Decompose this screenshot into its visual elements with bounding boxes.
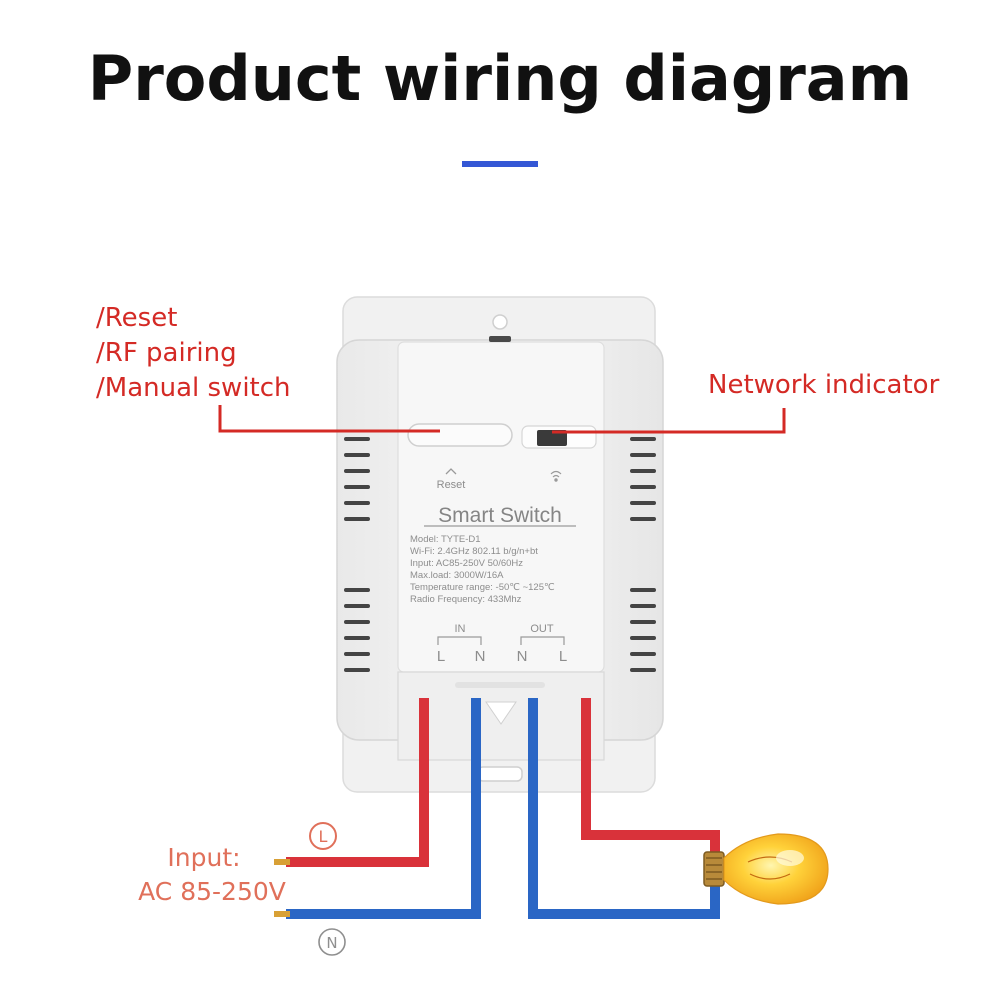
reset-label: Reset bbox=[437, 479, 466, 491]
mount-hole-top bbox=[492, 314, 508, 330]
vents-left bbox=[344, 437, 370, 672]
callout-line-reset bbox=[218, 405, 440, 433]
wire-output-live bbox=[581, 698, 720, 858]
terminal-in-l: L bbox=[437, 648, 445, 665]
input-label-line2: AC 85-250V bbox=[138, 877, 286, 906]
smart-switch-device: Reset Smart Switch Model: TYTE-D1 Wi-Fi:… bbox=[336, 296, 664, 793]
spec-max-load: Max.load: 3000W/16A bbox=[410, 570, 504, 581]
network-indicator-led bbox=[537, 430, 567, 446]
device-top-slot bbox=[489, 336, 511, 342]
vents-right bbox=[630, 437, 656, 672]
chevron-up-icon bbox=[445, 468, 457, 475]
spec-temperature: Temperature range: -50℃ ~125℃ bbox=[410, 582, 555, 593]
wire-input-live bbox=[286, 698, 429, 867]
light-bulb-icon bbox=[703, 833, 829, 905]
svg-text:N: N bbox=[326, 934, 337, 952]
in-label: IN bbox=[455, 623, 466, 635]
wire-tip-live bbox=[274, 859, 290, 865]
spec-wifi: Wi-Fi: 2.4GHz 802.11 b/g/n+bt bbox=[410, 546, 538, 557]
page-title: Product wiring diagram bbox=[87, 42, 913, 115]
product-name: Smart Switch bbox=[438, 504, 562, 527]
cover-arrow-icon bbox=[485, 701, 517, 725]
live-symbol: L bbox=[309, 822, 337, 850]
reset-button[interactable] bbox=[407, 423, 513, 447]
wire-tip-neutral bbox=[274, 911, 290, 917]
out-label: OUT bbox=[530, 623, 554, 635]
terminal-in-n: N bbox=[475, 648, 486, 665]
terminal-out-l: L bbox=[559, 648, 567, 665]
svg-text:L: L bbox=[319, 827, 328, 846]
callout-network-indicator: Network indicator bbox=[708, 370, 940, 400]
terminal-cover-groove bbox=[455, 682, 545, 688]
out-bracket bbox=[520, 636, 565, 645]
in-bracket bbox=[437, 636, 482, 645]
terminal-out-n: N bbox=[517, 648, 528, 665]
callout-manual-switch: /Manual switch bbox=[96, 373, 291, 403]
wire-output-neutral bbox=[528, 698, 720, 919]
title-underline bbox=[462, 161, 538, 167]
terminal-labels: IN OUT L N N L bbox=[437, 623, 567, 665]
callout-line-network bbox=[552, 408, 786, 434]
spec-radio: Radio Frequency: 433Mhz bbox=[410, 594, 522, 605]
wifi-icon bbox=[550, 470, 562, 482]
wires bbox=[286, 698, 720, 919]
neutral-symbol: N bbox=[318, 928, 346, 956]
spec-model: Model: TYTE-D1 bbox=[410, 534, 481, 545]
wire-input-neutral bbox=[286, 698, 481, 919]
callout-rf-pairing: /RF pairing bbox=[96, 338, 237, 368]
spec-input: Input: AC85-250V 50/60Hz bbox=[410, 558, 523, 569]
callout-reset: /Reset bbox=[96, 303, 177, 333]
device-specs: Model: TYTE-D1 Wi-Fi: 2.4GHz 802.11 b/g/… bbox=[410, 534, 555, 605]
input-label-line1: Input: bbox=[167, 843, 240, 872]
mount-slot-bottom bbox=[477, 766, 523, 782]
